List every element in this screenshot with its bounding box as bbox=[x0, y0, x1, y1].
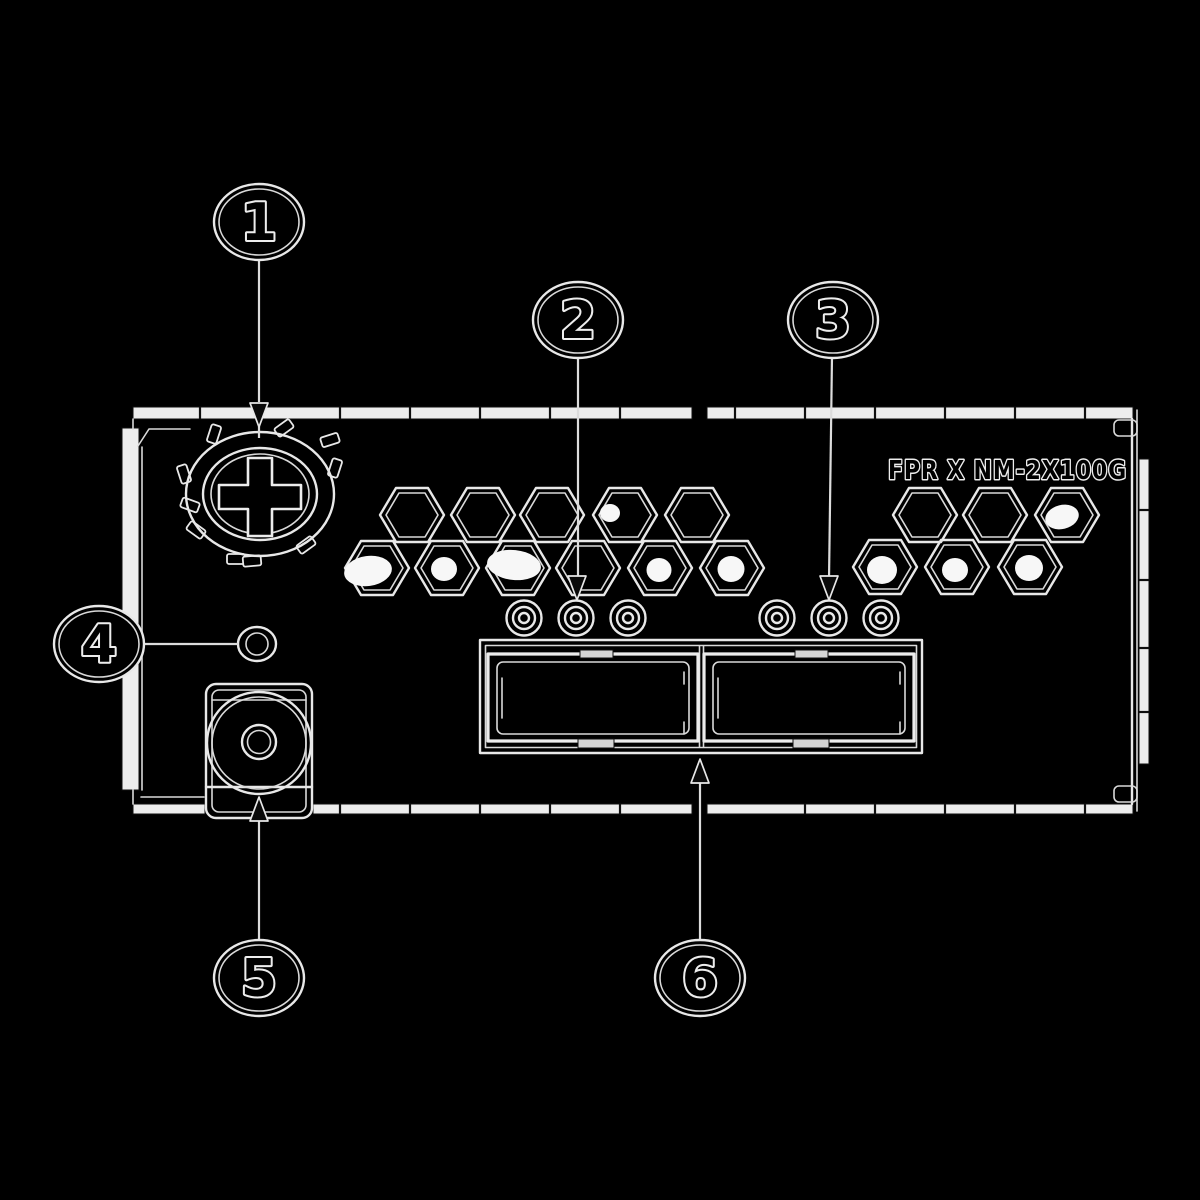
port-leds-left bbox=[505, 599, 647, 637]
status-led bbox=[236, 625, 278, 663]
phillips-screw-icon bbox=[217, 456, 303, 538]
ejector-latch bbox=[204, 682, 314, 820]
callout-2: 2 bbox=[531, 280, 625, 601]
right-rail bbox=[1138, 458, 1150, 765]
module-faceplate: FPR X NM-2X100G bbox=[121, 406, 1150, 820]
left-rail bbox=[121, 418, 205, 805]
callout-5: 5 bbox=[212, 796, 306, 1018]
callout-3-leader bbox=[827, 355, 834, 581]
callout-5-number: 5 bbox=[241, 949, 277, 1009]
callout-3-arrow bbox=[819, 575, 839, 601]
callout-4-number: 4 bbox=[81, 615, 117, 675]
callout-1-arrow bbox=[249, 402, 269, 428]
callout-3-number: 3 bbox=[815, 291, 851, 351]
callout-4: 4 bbox=[52, 604, 238, 684]
vent-hexagons-left bbox=[343, 486, 766, 597]
right-edge bbox=[1113, 409, 1138, 812]
callout-1: 1 bbox=[212, 182, 306, 438]
qsfp-port-1 bbox=[486, 649, 700, 749]
callout-3: 3 bbox=[786, 280, 880, 601]
top-edge bbox=[132, 406, 1134, 420]
callout-1-number: 1 bbox=[241, 193, 277, 253]
module-label: FPR X NM-2X100G bbox=[888, 456, 1127, 486]
callout-6: 6 bbox=[653, 758, 747, 1018]
captive-thumbscrew bbox=[175, 417, 344, 568]
bottom-edge bbox=[132, 803, 1134, 815]
callout-2-arrow bbox=[567, 575, 587, 601]
callout-2-number: 2 bbox=[560, 291, 596, 351]
callout-6-arrow bbox=[690, 758, 710, 784]
qsfp-port-2 bbox=[702, 649, 916, 749]
callout-5-arrow bbox=[249, 796, 269, 822]
qsfp-ports bbox=[478, 638, 924, 755]
vent-hexagons-right bbox=[851, 486, 1101, 596]
port-leds-right bbox=[758, 599, 900, 637]
callout-6-number: 6 bbox=[682, 949, 718, 1009]
